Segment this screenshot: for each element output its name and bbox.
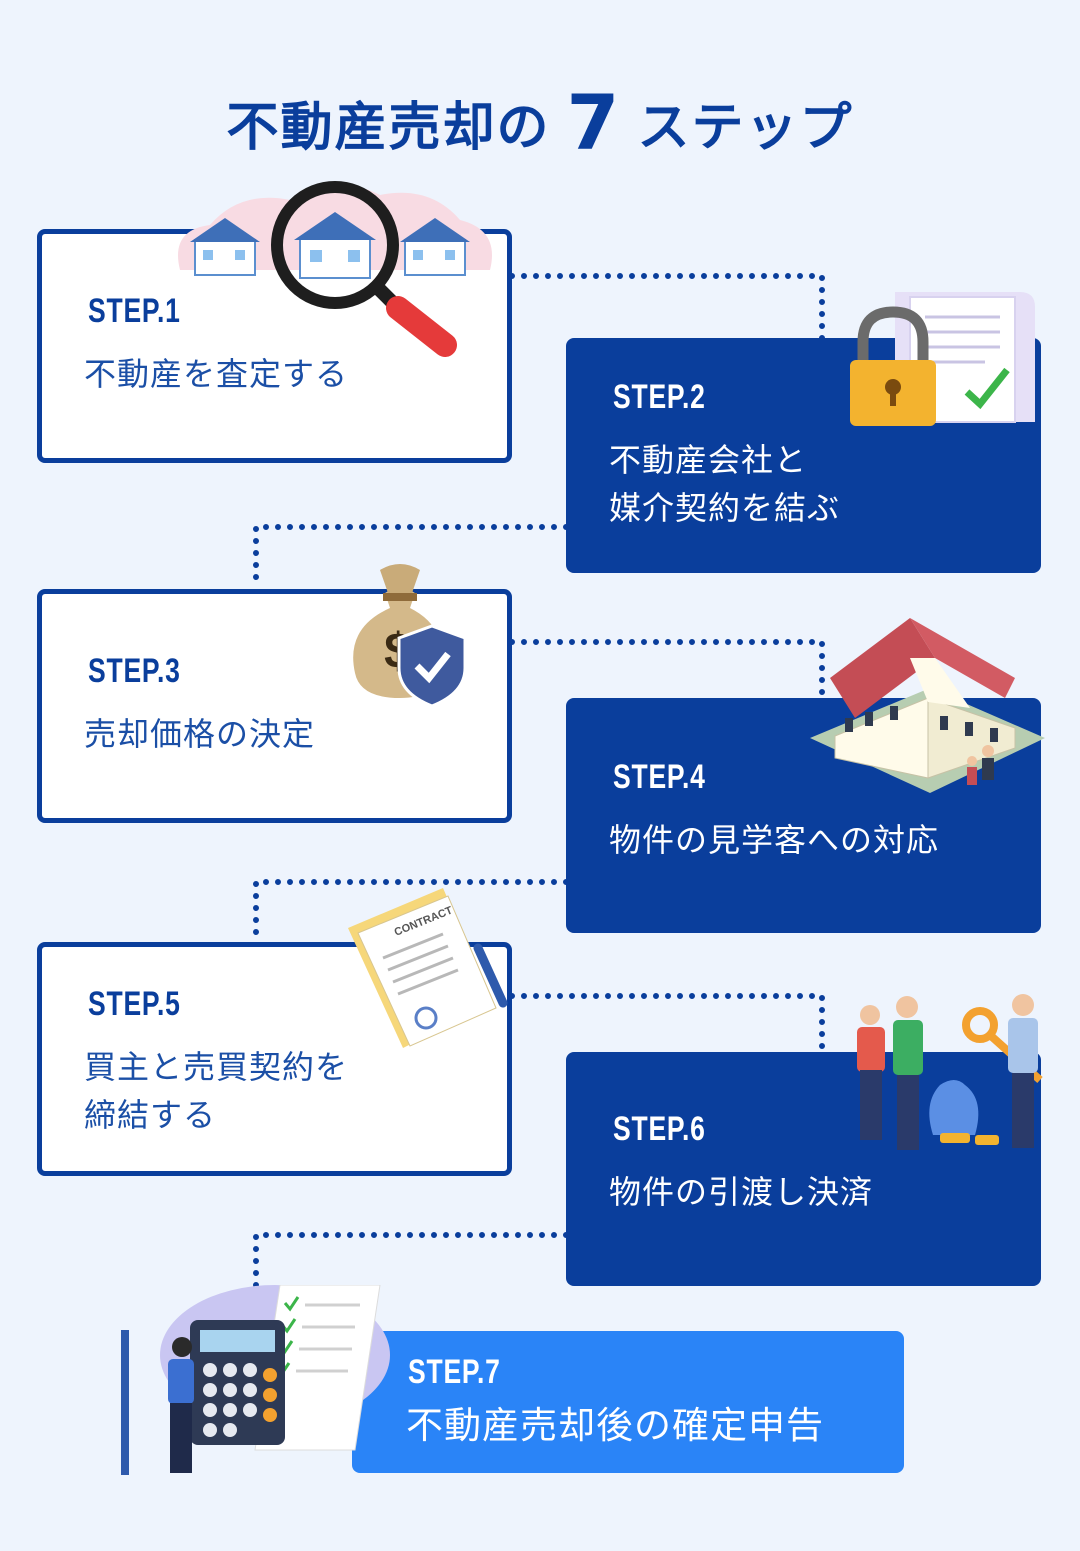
person-icon: [857, 1005, 885, 1140]
handover-illustration: [857, 994, 1043, 1150]
step-5-text-line2: 締結する: [84, 1096, 217, 1134]
roof-icon: [830, 618, 1015, 718]
step-4-card: STEP.4 物件の見学客への対応: [566, 698, 1041, 933]
shield-icon: [397, 624, 467, 708]
coins-icon: [940, 1133, 999, 1145]
step-7-label: STEP.7: [408, 1353, 501, 1391]
step-5-text-line1: 買主と売買契約を: [84, 1048, 349, 1086]
step-5-label: STEP.5: [88, 985, 181, 1023]
money-shield-illustration: $: [353, 564, 467, 708]
check-icon: [964, 367, 1010, 410]
step-2-text-line2: 媒介契約を結ぶ: [609, 489, 841, 527]
magnifier-icon: [271, 181, 457, 357]
house-icon: [190, 218, 260, 276]
connector-3-4: [509, 639, 825, 703]
money-bag-icon: [929, 1080, 979, 1135]
calculator-icon: [190, 1320, 285, 1445]
tax-calc-illustration: [121, 1285, 390, 1475]
title-main: 不動産売却の: [226, 98, 551, 158]
step-1-text: 不動産を査定する: [84, 355, 349, 393]
person-icon: [121, 1330, 194, 1475]
contract-illustration: CONTRACT: [348, 888, 508, 1048]
connector-1-2: [509, 273, 825, 343]
padlock-icon: [850, 306, 936, 426]
step-4-label: STEP.4: [613, 758, 706, 796]
step-7-card: STEP.7 不動産売却後の確定申告: [352, 1331, 904, 1473]
house-icon: [294, 212, 376, 279]
house-icon: [400, 218, 470, 276]
step-3-label: STEP.3: [88, 652, 181, 690]
step-7-text: 不動産売却後の確定申告: [406, 1404, 824, 1447]
step-2-text-line1: 不動産会社と: [609, 441, 808, 479]
step-6-label: STEP.6: [613, 1110, 706, 1148]
house-search-illustration: [178, 181, 492, 357]
title-suffix: ステップ: [637, 98, 854, 158]
step-2-label: STEP.2: [613, 378, 706, 416]
family-icon: [967, 745, 994, 785]
step-1-label: STEP.1: [88, 292, 181, 330]
title-number: 7: [566, 78, 622, 167]
step-3-text: 売却価格の決定: [84, 715, 316, 753]
seal-icon: [414, 1006, 438, 1030]
house-visit-illustration: [810, 618, 1045, 793]
pen-icon: [473, 943, 508, 1008]
person-icon: [1008, 994, 1038, 1148]
person-icon: [893, 996, 923, 1150]
step-6-text: 物件の引渡し決済: [609, 1173, 874, 1211]
connector-5-6: [509, 993, 825, 1055]
step-4-text: 物件の見学客への対応: [609, 821, 940, 859]
lock-document-illustration: [850, 292, 1035, 426]
